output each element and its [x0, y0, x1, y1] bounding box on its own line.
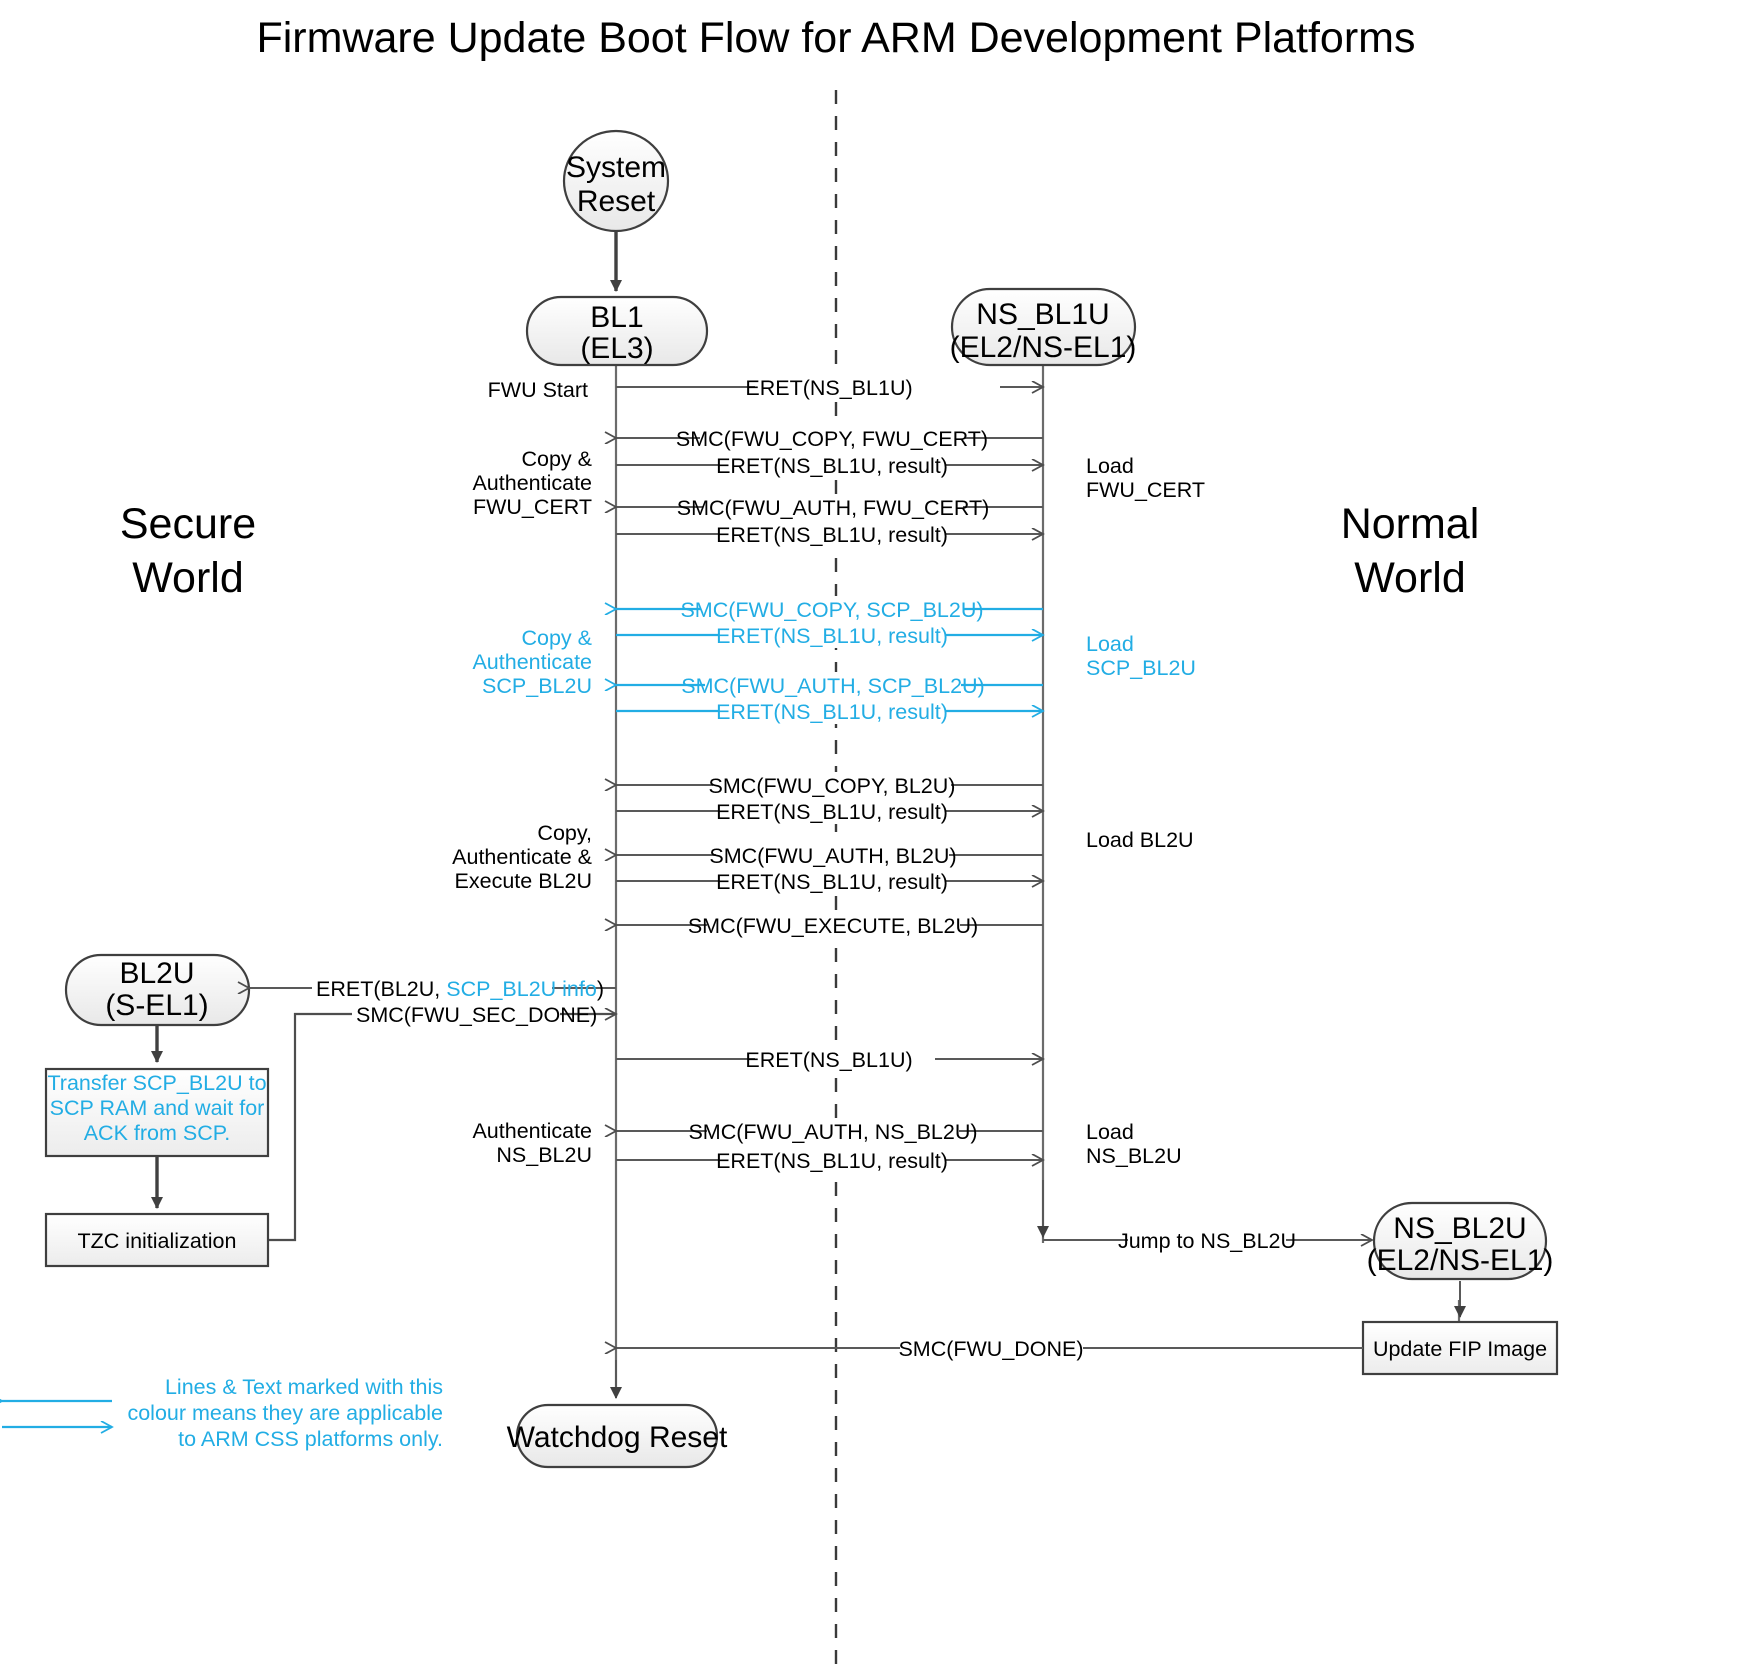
msg-label-9: ERET(NS_BL1U, result)	[716, 700, 948, 724]
msg-label-13: ERET(NS_BL1U, result)	[716, 870, 948, 894]
annotation-load-ns-bl2u-line2: NS_BL2U	[1086, 1144, 1182, 1168]
msg-label-bg-2	[700, 425, 965, 451]
msg-label-bg-11	[718, 798, 946, 824]
secure-world-label-line1: Secure	[120, 500, 256, 548]
msg-label-14: SMC(FWU_EXECUTE, BL2U)	[688, 914, 978, 938]
annotation-load-bl2u: Load BL2U	[1086, 828, 1194, 852]
msg-label-4: SMC(FWU_AUTH, FWU_CERT)	[677, 496, 990, 520]
msg-label-10: SMC(FWU_COPY, BL2U)	[709, 774, 956, 798]
annotation-copy-auth-cert-line3: FWU_CERT	[473, 495, 592, 519]
msg-label-bg-3	[718, 452, 946, 478]
annotation-load-fwu-cert-line1: Load	[1086, 454, 1134, 478]
normal-world-label-line1: Normal	[1341, 500, 1480, 548]
msg-label-bg-14	[707, 912, 960, 938]
node-system-reset-line1: System	[566, 151, 666, 184]
node-watchdog-reset	[515, 1403, 719, 1469]
box-update-fip-label: Update FIP Image	[1373, 1337, 1547, 1361]
node-bl2u-line2: (S-EL1)	[105, 989, 208, 1022]
msg-label-15-suffix: )	[597, 977, 604, 1001]
msg-label-11: ERET(NS_BL1U, result)	[716, 800, 948, 824]
msg-label-bg-21	[900, 1335, 1083, 1361]
node-bl1-line1: BL1	[590, 301, 643, 334]
msg-label-15: ERET(BL2U, SCP_BL2U info)	[316, 977, 604, 1001]
msg-label-7: ERET(NS_BL1U, result)	[716, 624, 948, 648]
box-tzc-initialization	[44, 1212, 270, 1268]
msg-label-12: SMC(FWU_AUTH, BL2U)	[709, 844, 956, 868]
annotation-copy-auth-exec-line2: Authenticate &	[452, 845, 592, 869]
annotation-load-scp-bl2u-line1: Load	[1086, 632, 1134, 656]
node-bl1-line2: (EL3)	[580, 332, 653, 365]
node-system-reset-line2: Reset	[577, 185, 656, 218]
msg-label-bg-7	[718, 622, 946, 648]
msg-label-bg-1	[755, 374, 1000, 400]
msg-label-bg-9	[718, 698, 946, 724]
msg-label-bg-4	[703, 494, 963, 520]
box-transfer-scp-bl2u	[44, 1067, 270, 1158]
node-ns-bl1u-line2: (EL2/NS-EL1)	[950, 331, 1137, 364]
annotation-load-scp-bl2u-line2: SCP_BL2U	[1086, 656, 1196, 680]
annotation-copy-auth-scp-line1: Copy &	[521, 626, 592, 650]
page-title: Firmware Update Boot Flow for ARM Develo…	[256, 14, 1415, 62]
msg-label-bg-17	[755, 1046, 935, 1072]
box-transfer-line2: SCP RAM and wait for	[50, 1096, 265, 1120]
msg-label-bg-16	[352, 1001, 560, 1027]
legend-line3: to ARM CSS platforms only.	[178, 1427, 443, 1451]
node-system-reset	[562, 129, 670, 233]
box-transfer-line1: Transfer SCP_BL2U to	[47, 1071, 266, 1095]
annotation-copy-auth-scp-line2: Authenticate	[472, 650, 592, 674]
annotation-copy-auth-scp-line3: SCP_BL2U	[482, 674, 592, 698]
node-watchdog-reset-label: Watchdog Reset	[507, 1421, 728, 1454]
annotation-copy-auth-exec-line3: Execute BL2U	[455, 869, 592, 893]
msg-label-6: SMC(FWU_COPY, SCP_BL2U)	[680, 598, 983, 622]
annotation-fwu-start: FWU Start	[488, 378, 588, 402]
node-ns-bl2u-line1: NS_BL2U	[1393, 1212, 1526, 1245]
msg-label-bg-12	[716, 842, 949, 868]
annotation-auth-ns-bl2u-line2: NS_BL2U	[496, 1143, 592, 1167]
legend-line1: Lines & Text marked with this	[165, 1375, 443, 1399]
msg-label-15-prefix: ERET(BL2U,	[316, 977, 446, 1001]
msg-label-bg-19	[718, 1147, 946, 1173]
msg-label-2: SMC(FWU_COPY, FWU_CERT)	[676, 427, 988, 451]
msg-label-bg-6	[701, 596, 964, 622]
msg-label-15-accent: SCP_BL2U info	[446, 977, 597, 1001]
msg-label-bg-18	[707, 1118, 959, 1144]
msg-label-19: ERET(NS_BL1U, result)	[716, 1149, 948, 1173]
node-ns-bl1u-line1: NS_BL1U	[976, 298, 1109, 331]
msg-label-20: Jump to NS_BL2U	[1118, 1229, 1296, 1253]
box-update-fip-image	[1361, 1320, 1559, 1376]
annotation-copy-auth-exec-line1: Copy,	[537, 821, 592, 845]
msg-label-bg-20	[1128, 1227, 1286, 1253]
node-bl2u-line1: BL2U	[119, 957, 194, 990]
msg-label-3: ERET(NS_BL1U, result)	[716, 454, 948, 478]
msg-label-bg-10	[713, 772, 951, 798]
box-transfer-line3: ACK from SCP.	[84, 1121, 231, 1145]
msg-label-5: ERET(NS_BL1U, result)	[716, 523, 948, 547]
node-ns-bl1u	[950, 287, 1137, 367]
msg-label-1: ERET(NS_BL1U)	[745, 376, 912, 400]
legend-line2: colour means they are applicable	[127, 1401, 443, 1425]
normal-world-label-line2: World	[1354, 554, 1466, 602]
annotation-copy-auth-cert-line1: Copy &	[521, 447, 592, 471]
msg-label-21: SMC(FWU_DONE)	[898, 1337, 1083, 1361]
msg-label-8: SMC(FWU_AUTH, SCP_BL2U)	[681, 674, 984, 698]
secure-world-label-line2: World	[132, 554, 244, 602]
box-tzc-label: TZC initialization	[78, 1229, 237, 1253]
msg-label-bg-15	[312, 975, 552, 1001]
msg-label-bg-5	[718, 521, 946, 547]
msg-label-bg-8	[705, 672, 961, 698]
msg-label-bg-13	[718, 868, 946, 894]
annotation-load-ns-bl2u-line1: Load	[1086, 1120, 1134, 1144]
node-ns-bl2u-line2: (EL2/NS-EL1)	[1367, 1244, 1554, 1277]
annotation-auth-ns-bl2u-line1: Authenticate	[472, 1119, 592, 1143]
node-ns-bl2u	[1372, 1201, 1548, 1281]
msg-label-18: SMC(FWU_AUTH, NS_BL2U)	[688, 1120, 977, 1144]
annotation-load-fwu-cert-line2: FWU_CERT	[1086, 478, 1205, 502]
msg-label-16: SMC(FWU_SEC_DONE)	[356, 1003, 597, 1027]
annotation-copy-auth-cert-line2: Authenticate	[472, 471, 592, 495]
node-bl1	[525, 295, 709, 367]
msg-label-17: ERET(NS_BL1U)	[745, 1048, 912, 1072]
